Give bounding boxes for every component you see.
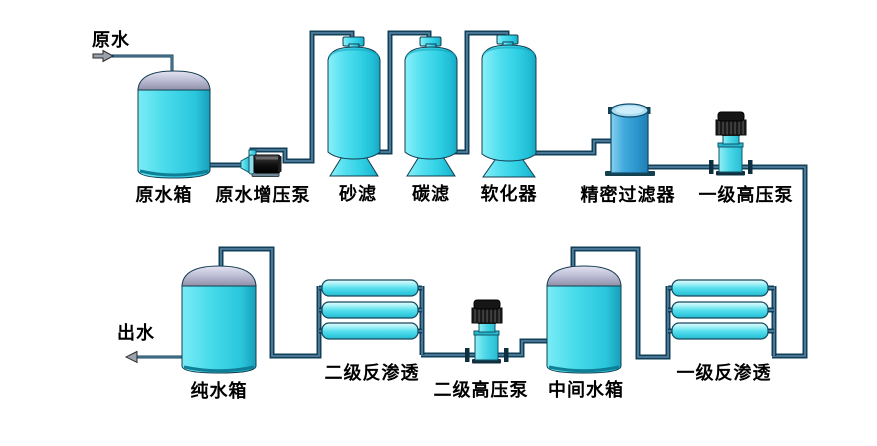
- carbon-filter-graphic: [404, 36, 458, 177]
- stage2-ro-graphic: [321, 279, 419, 340]
- intermediate-tank-graphic: [546, 265, 622, 374]
- stage1-ro-graphic: [671, 279, 769, 340]
- softener-graphic: [481, 34, 537, 178]
- inlet-arrow-icon: [92, 49, 115, 63]
- label-stage2-hp-pump: 二级高压泵: [433, 380, 529, 400]
- inlet-label: 原水: [92, 30, 130, 50]
- label-stage1-hp-pump: 一级高压泵: [698, 185, 794, 205]
- label-booster-pump: 原水增压泵: [215, 185, 311, 205]
- precision-filter-graphic: [605, 103, 655, 176]
- label-intermediate-tank: 中间水箱: [548, 380, 624, 400]
- pure-water-tank-graphic: [181, 265, 257, 374]
- raw-water-tank-graphic: [137, 70, 211, 179]
- booster-pump-graphic: [240, 149, 282, 177]
- label-softener: 软化器: [480, 184, 538, 204]
- outlet-label: 出水: [117, 323, 155, 343]
- stage1-hp-pump-graphic: [709, 111, 753, 176]
- label-pure-water-tank: 纯水箱: [190, 381, 248, 401]
- sand-filter-graphic: [327, 36, 381, 177]
- label-stage2-ro: 二级反渗透: [324, 363, 420, 383]
- label-carbon-filter: 碳滤: [412, 184, 450, 204]
- pipes: [107, 30, 808, 360]
- label-raw-water-tank: 原水箱: [135, 185, 193, 205]
- outlet-arrow-icon: [124, 350, 138, 364]
- label-precision-filter: 精密过滤器: [580, 185, 676, 205]
- label-stage1-ro: 一级反渗透: [676, 363, 772, 383]
- stage2-hp-pump-graphic: [465, 299, 509, 364]
- label-sand-filter: 砂滤: [339, 184, 377, 204]
